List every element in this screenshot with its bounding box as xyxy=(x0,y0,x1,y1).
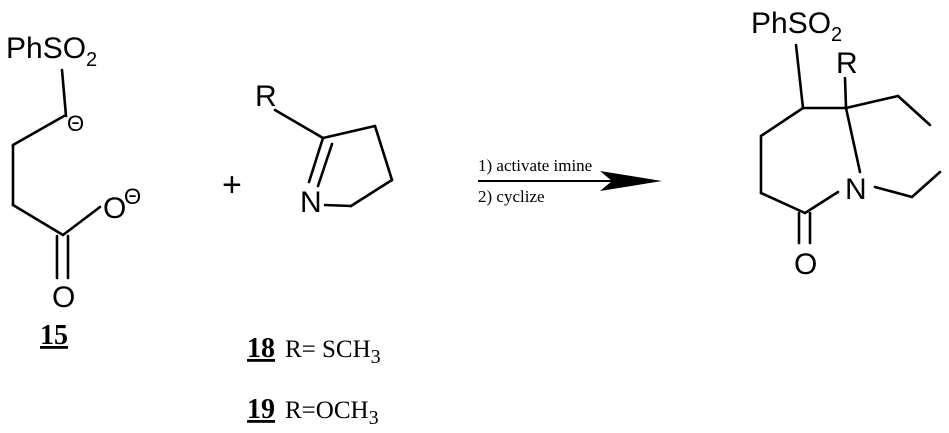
reactant-imine: R N xyxy=(255,80,394,219)
reaction-arrow: 1) activate imine 2) cyclize xyxy=(478,156,662,206)
bond-r-c xyxy=(273,108,325,140)
bond-c-o-single xyxy=(61,205,102,237)
bond-r-c xyxy=(843,76,848,110)
ring5-bond-n-c xyxy=(873,185,914,199)
carboxylate-oxygen: O xyxy=(103,192,126,225)
reactant-15: PhSO2 Θ O Θ O 15 xyxy=(6,32,141,351)
bond-s-c xyxy=(794,43,805,110)
arrow-head xyxy=(600,171,662,191)
ring6-bond-6 xyxy=(759,106,805,138)
bond-c-c1 xyxy=(11,114,66,147)
ring6-bond-4 xyxy=(759,191,807,215)
ring-bond-1 xyxy=(321,124,377,140)
phenylsulfonyl-label: PhSO2 xyxy=(6,32,97,71)
carbanion-charge: Θ xyxy=(67,111,84,136)
compound-18-label: 18 R= SCH3 xyxy=(247,333,381,368)
compound-18-definition: R= SCH3 xyxy=(285,336,381,368)
compound-number-15: 15 xyxy=(40,320,68,351)
product-r-group: R xyxy=(836,47,858,80)
product-phenylsulfonyl-label: PhSO2 xyxy=(751,7,842,46)
ring5-bond-4 xyxy=(910,170,942,199)
compound-number-18: 18 xyxy=(247,333,275,364)
imine-double-bond-a xyxy=(307,136,325,184)
ring5-bond-1 xyxy=(844,94,900,110)
product-nitrogen: N xyxy=(845,173,867,206)
imine-nitrogen: N xyxy=(300,186,322,219)
ring6-bond-n-c xyxy=(803,190,840,215)
step-2-condition: 2) cyclize xyxy=(478,187,545,206)
carbonyl-oxygen: O xyxy=(52,281,75,314)
ring-bond-3 xyxy=(349,178,394,208)
ring-bond-n-c xyxy=(323,203,353,208)
step-1-condition: 1) activate imine xyxy=(478,156,592,175)
carboxylate-charge: Θ xyxy=(124,184,141,209)
imine-double-bond-b xyxy=(316,142,334,188)
r-group-label: R xyxy=(255,80,277,113)
plus-sign: + xyxy=(222,166,242,204)
bond-c-c3 xyxy=(11,203,65,237)
compound-19-definition: R=OCH3 xyxy=(285,397,379,429)
ring6-bond-2 xyxy=(844,106,862,174)
ring-bond-2 xyxy=(373,124,394,182)
bond-s-c xyxy=(60,68,68,118)
ring5-bond-2 xyxy=(896,94,932,127)
product-carbonyl-oxygen: O xyxy=(794,248,817,281)
compound-19-label: 19 R=OCH3 xyxy=(247,394,379,429)
product: PhSO2 R O N xyxy=(751,7,942,281)
compound-number-19: 19 xyxy=(247,394,275,425)
